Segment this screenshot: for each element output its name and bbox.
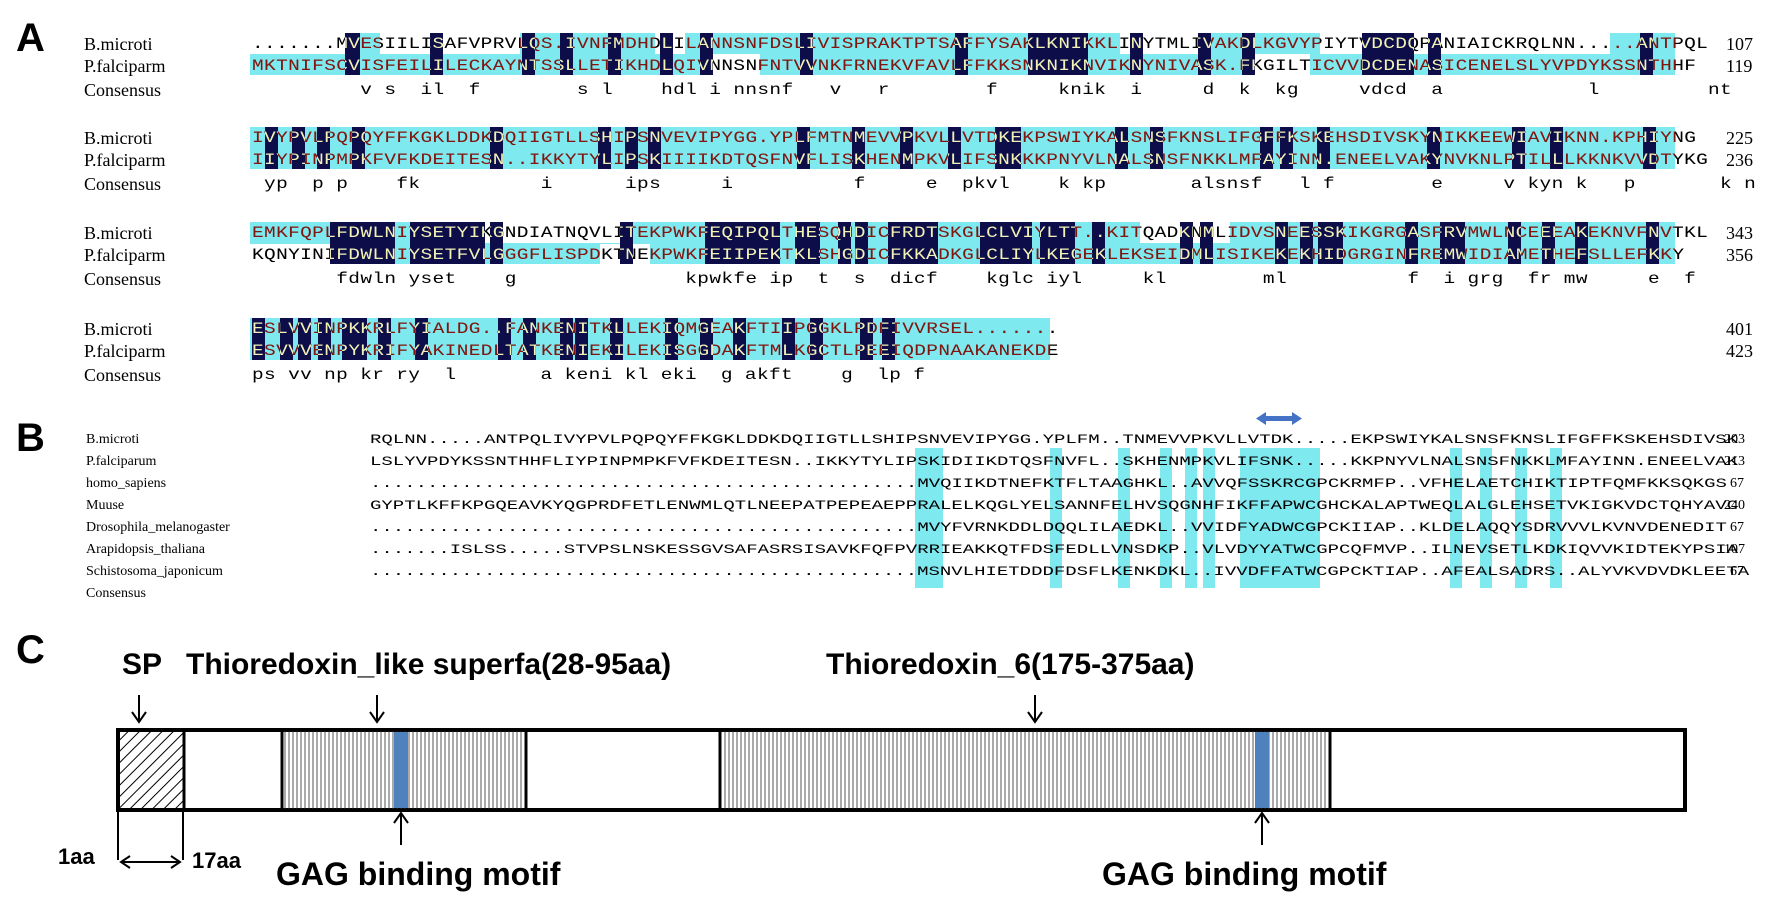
residue-count: 119: [1726, 56, 1753, 76]
seq-name-consensus: Consensus: [84, 80, 162, 100]
consensus-line: fdwln yset g kpwkfe ip t s dicf kglc iyl…: [252, 270, 1776, 288]
seq-name-p-falciparm: P.falciparm: [84, 245, 166, 265]
residue-count: 401: [1726, 319, 1753, 339]
residue-count: 423: [1726, 341, 1753, 361]
panel-c-domain-diagram: SP Thioredoxin_like superfa(28-95aa) Thi…: [0, 610, 1776, 902]
b-seq-name: Consensus: [86, 586, 146, 601]
seq-name-b-microti: B.microti: [84, 223, 153, 243]
b-residue-count: 107: [1724, 542, 1745, 557]
sequence-line: MKTNIFSCVISFEILILECKAYNTSSLLETIKHDLQIVNN…: [252, 57, 1697, 75]
residue-count: 356: [1726, 245, 1753, 265]
panel-b-highlight-layer: [915, 412, 1562, 588]
residue-count: 343: [1726, 223, 1753, 243]
panel-c-label: C: [16, 628, 45, 672]
panel-a-alignment: B.microti P.falciparm Consensus .......M…: [0, 0, 1776, 400]
b-seq-name: Muuse: [86, 498, 125, 513]
gag-motif-2: [1255, 732, 1269, 808]
conserved-boxes-block4: [252, 318, 895, 360]
seq-name-b-microti: B.microti: [84, 128, 153, 148]
consensus-line: ps vv np kr ry l a keni kl eki g akft g …: [252, 366, 926, 384]
seq-name-consensus: Consensus: [84, 365, 162, 385]
sequence-line: ESVVVENPYKRIFYAKINEDLTATKENIEKILEKISGGDA…: [252, 342, 1059, 360]
sequence-line: KQNYINIFDWLNIYSETFVLGGGFLISPDKTNEKPWKFEI…: [252, 246, 1685, 264]
domain1-label: Thioredoxin_like superfa(28-95aa): [186, 648, 672, 681]
b-residue-count: 67: [1730, 564, 1744, 579]
b-sequence: RQLNN.....ANTPQLIVYPVLPQPQYFFKGKLDDKDQII…: [370, 432, 1739, 447]
domain2-label: Thioredoxin_6(175-375aa): [826, 648, 1195, 681]
conserved-boxes-block2: [265, 127, 1656, 169]
b-seq-name: Drosophila_melanogaster: [86, 520, 230, 535]
consensus-line: yp p p fk i ips i f e pkvl k kp alsnsf l…: [252, 175, 1776, 193]
seq-name-consensus: Consensus: [84, 269, 162, 289]
thioredoxin6-domain: [718, 728, 1332, 812]
double-arrow-icon: [1256, 412, 1302, 425]
end-position-label: 17aa: [192, 848, 241, 873]
sequence-line: EMKFQPLFDWLNIYSETYIKGNDIATNQVLITEKPWKFEQ…: [252, 224, 1709, 242]
b-residue-count: 240: [1724, 498, 1745, 513]
sequence-line: .......MVESIILISAFVPRVLQS.IVNFMDHDLILANN…: [252, 35, 1709, 53]
signal-peptide-label: SP: [122, 648, 163, 681]
b-residue-count: 203: [1724, 432, 1745, 447]
sequence-line: IVYPVLPQPQYFFKGKLDDKDQIIGTLLSHIPSNVEVIPY…: [252, 129, 1697, 147]
b-sequence: .......ISLSS.....STVPSLNSKESSGVSAFASRSIS…: [370, 542, 1739, 557]
seq-name-p-falciparm: P.falciparm: [84, 341, 166, 361]
b-seq-name: B.microti: [86, 432, 140, 447]
b-sequence: LSLYVPDYKSSNTHHFLIYPINPMPKFVFKDEITESN..I…: [370, 454, 1739, 469]
residue-count: 225: [1726, 128, 1753, 148]
conserved-boxes-block3: [330, 222, 1659, 264]
b-seq-name: Schistosoma_japonicum: [86, 564, 223, 579]
sequence-line: ESLVVINPKKRLFYIALDG..FANKENITKLLEKIQMGEA…: [252, 320, 1059, 338]
b-seq-name: P.falciparum: [86, 454, 157, 469]
residue-count: 236: [1726, 150, 1753, 170]
seq-name-consensus: Consensus: [84, 174, 162, 194]
b-sequence: ........................................…: [370, 476, 1727, 491]
seq-name-b-microti: B.microti: [84, 319, 153, 339]
b-sequence: ........................................…: [370, 520, 1727, 535]
b-residue-count: 67: [1730, 520, 1744, 535]
residue-count: 107: [1726, 34, 1753, 54]
panel-a-highlight-layer: [250, 33, 1675, 360]
b-residue-count: 67: [1730, 476, 1744, 491]
gag-motif-label-1: GAG binding motif: [276, 856, 561, 892]
b-sequence: ........................................…: [370, 564, 1750, 579]
panel-b-label: B: [16, 416, 45, 460]
start-position-label: 1aa: [58, 844, 95, 869]
gag-motif-1: [394, 732, 408, 808]
b-sequence: GYPTLKFFKPGQEAVKYQGPRDFETLENWMLQTLNEEPAT…: [370, 498, 1739, 513]
panel-a-label: A: [16, 16, 45, 60]
b-residue-count: 213: [1724, 454, 1745, 469]
conserved-boxes-block1: [345, 33, 1653, 75]
domain-diagram: [116, 695, 1687, 869]
consensus-line: v s il f s l hdl i nnsnf v r f knik i d …: [252, 81, 1733, 99]
sequence-line: IIYPINPMPKFVFKDEITESN..IKKYTYLIPSKIIIIKD…: [252, 151, 1709, 169]
b-seq-name: Arapidopsis_thaliana: [86, 542, 205, 557]
seq-name-b-microti: B.microti: [84, 34, 153, 54]
panel-b-alignment: B.microti P.falciparum homo_sapiens Muus…: [0, 400, 1776, 610]
seq-name-p-falciparm: P.falciparm: [84, 56, 166, 76]
seq-name-p-falciparm: P.falciparm: [84, 150, 166, 170]
signal-peptide-region: [116, 728, 186, 812]
gag-motif-label-2: GAG binding motif: [1102, 856, 1387, 892]
b-seq-name: homo_sapiens: [86, 476, 167, 491]
